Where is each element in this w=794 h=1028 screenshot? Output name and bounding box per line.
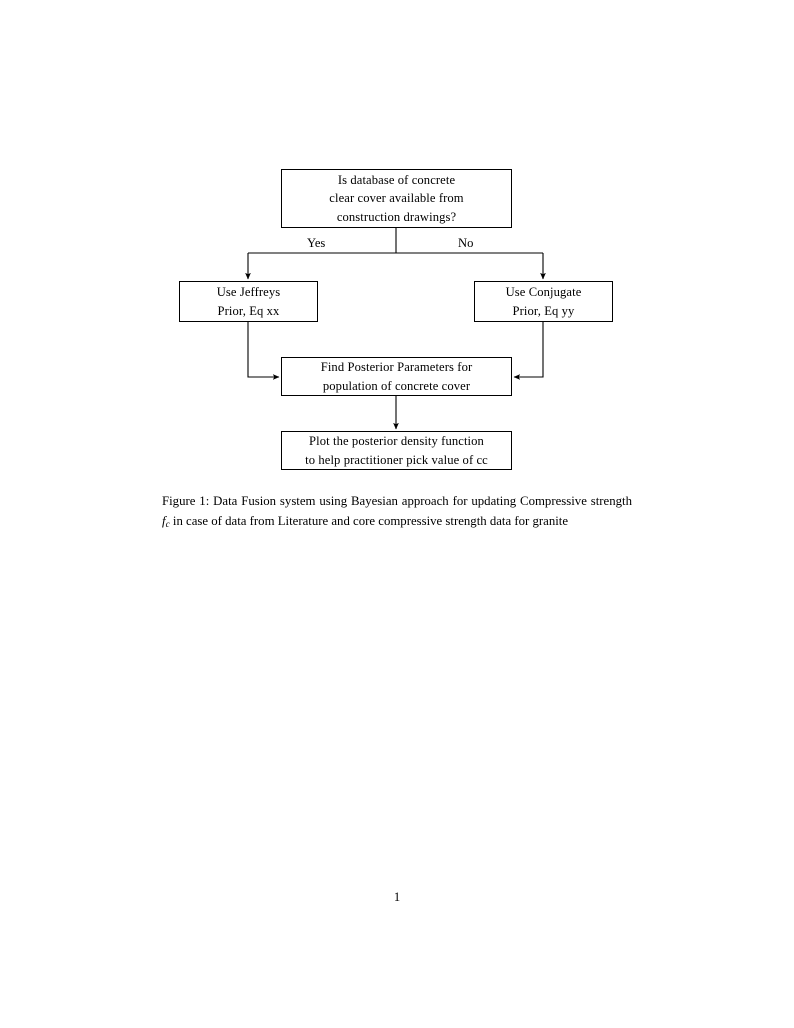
flow-node-jeffreys-prior[interactable]: Use Jeffreys Prior, Eq xx xyxy=(179,281,318,322)
figure-caption-text-after: in case of data from Literature and core… xyxy=(169,513,569,528)
flow-node-posterior-line-1: Find Posterior Parameters for xyxy=(320,360,473,374)
page-number: 1 xyxy=(393,890,401,904)
flow-node-jeffreys-line-1: Use Jeffreys xyxy=(216,285,281,299)
flow-node-find-posterior[interactable]: Find Posterior Parameters for population… xyxy=(281,357,512,396)
flow-node-conjugate-line-2: Prior, Eq yy xyxy=(512,303,575,318)
flow-node-question[interactable]: Is database of concrete clear cover avai… xyxy=(281,169,512,228)
flow-node-conjugate-line-1: Use Conjugate xyxy=(505,285,582,299)
figure-caption-math-variable: fc xyxy=(162,513,170,531)
flow-node-plot-line-2: to help practitioner pick value of cc xyxy=(305,452,488,467)
math-variable-subscript: c xyxy=(165,520,170,531)
flowchart-figure: Is database of concrete clear cover avai… xyxy=(0,0,794,490)
edge-conjugate-to-posterior xyxy=(513,322,544,380)
flow-node-jeffreys-line-2: Prior, Eq xx xyxy=(217,303,280,318)
flow-node-posterior-line-2: population of concrete cover xyxy=(322,378,471,393)
flow-node-plot-line-1: Plot the posterior density function xyxy=(309,434,484,448)
flowchart-edges xyxy=(245,228,546,430)
branch-label-yes: Yes xyxy=(307,236,326,250)
figure-caption-text-before: Data Fusion system using Bayesian approa… xyxy=(209,494,632,508)
branch-label-no: No xyxy=(458,236,474,250)
flow-node-question-line-2: clear cover available from xyxy=(329,191,464,206)
figure-caption: Figure 1: Data Fusion system using Bayes… xyxy=(162,492,632,533)
edge-jeffreys-to-posterior xyxy=(247,322,280,380)
figure-caption-label: Figure 1: xyxy=(162,494,210,508)
flow-node-plot-density[interactable]: Plot the posterior density function to h… xyxy=(281,431,512,470)
flow-node-conjugate-prior[interactable]: Use Conjugate Prior, Eq yy xyxy=(474,281,613,322)
flow-node-question-line-3: construction drawings? xyxy=(336,209,457,224)
flow-node-question-line-1: Is database of concrete xyxy=(337,172,456,187)
math-variable-base: f xyxy=(162,513,166,528)
